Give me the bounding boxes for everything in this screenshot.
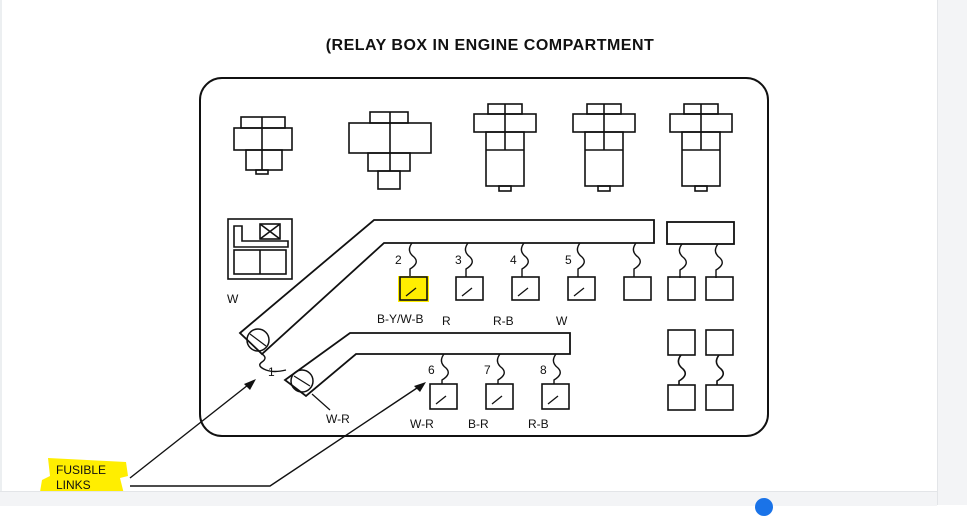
viewer-left-edge (0, 0, 2, 505)
fuse-number-7: 7 (484, 363, 491, 377)
fuse-number-2: 2 (395, 253, 402, 267)
relay-5 (669, 103, 733, 192)
viewer-bottom-strip (0, 491, 937, 506)
fusible-links-callout-lines (129, 384, 421, 487)
wire-label-fuse-3: R (442, 314, 451, 328)
upper-fuse-leads (405, 287, 585, 297)
fuse-number-1: 1 (268, 365, 275, 379)
fusible-link-wave (259, 353, 287, 373)
wire-label-w-r-lower: W-R (326, 412, 350, 426)
relay-3 (473, 103, 537, 192)
fusible-links-label-line1: FUSIBLE (56, 463, 106, 477)
lower-fuse-leads (435, 395, 559, 405)
wire-label-fuse-4: R-B (493, 314, 514, 328)
relay-box-outline (199, 77, 769, 437)
relay-1 (233, 116, 293, 175)
wire-label-fuse-2: B-Y/W-B (377, 312, 423, 326)
connector-block (227, 218, 293, 280)
fusible-links-label-line2: LINKS (56, 478, 91, 491)
fusible-link-1-terminal (246, 328, 270, 352)
lower-bus-bar (283, 332, 571, 398)
wire-label-w-left: W (227, 292, 239, 306)
fuse-number-5: 5 (565, 253, 572, 267)
wire-label-fuse-8: R-B (528, 417, 549, 431)
lower-link-terminal (290, 369, 314, 393)
fusible-links-highlight (40, 458, 128, 491)
wire-label-fuse-7: B-R (468, 417, 489, 431)
w-r-leader (311, 393, 331, 411)
right-bus-bar (666, 221, 735, 245)
relay-box-diagram: (RELAY BOX IN ENGINE COMPARTMENT (40, 37, 769, 491)
fuse-number-6: 6 (428, 363, 435, 377)
viewer-right-gutter (937, 0, 967, 505)
wire-label-fuse-6: W-R (410, 417, 434, 431)
fuse-2-highlight (398, 276, 429, 302)
fuse-number-8: 8 (540, 363, 547, 377)
relay-2 (348, 111, 432, 190)
fuse-number-4: 4 (510, 253, 517, 267)
lower-fuses (429, 383, 570, 410)
lower-fuse-wires (440, 353, 561, 384)
diagram-title: (RELAY BOX IN ENGINE COMPARTMENT (326, 37, 655, 54)
relay-4 (572, 103, 636, 192)
right-fuse-pairs (667, 329, 734, 411)
upper-fuses (399, 276, 734, 301)
fuse-number-3: 3 (455, 253, 462, 267)
wire-label-fuse-5: W (556, 314, 568, 328)
callout-arrowheads (244, 379, 426, 392)
floating-action-dot[interactable] (755, 498, 773, 516)
upper-fuse-wires (408, 242, 723, 278)
